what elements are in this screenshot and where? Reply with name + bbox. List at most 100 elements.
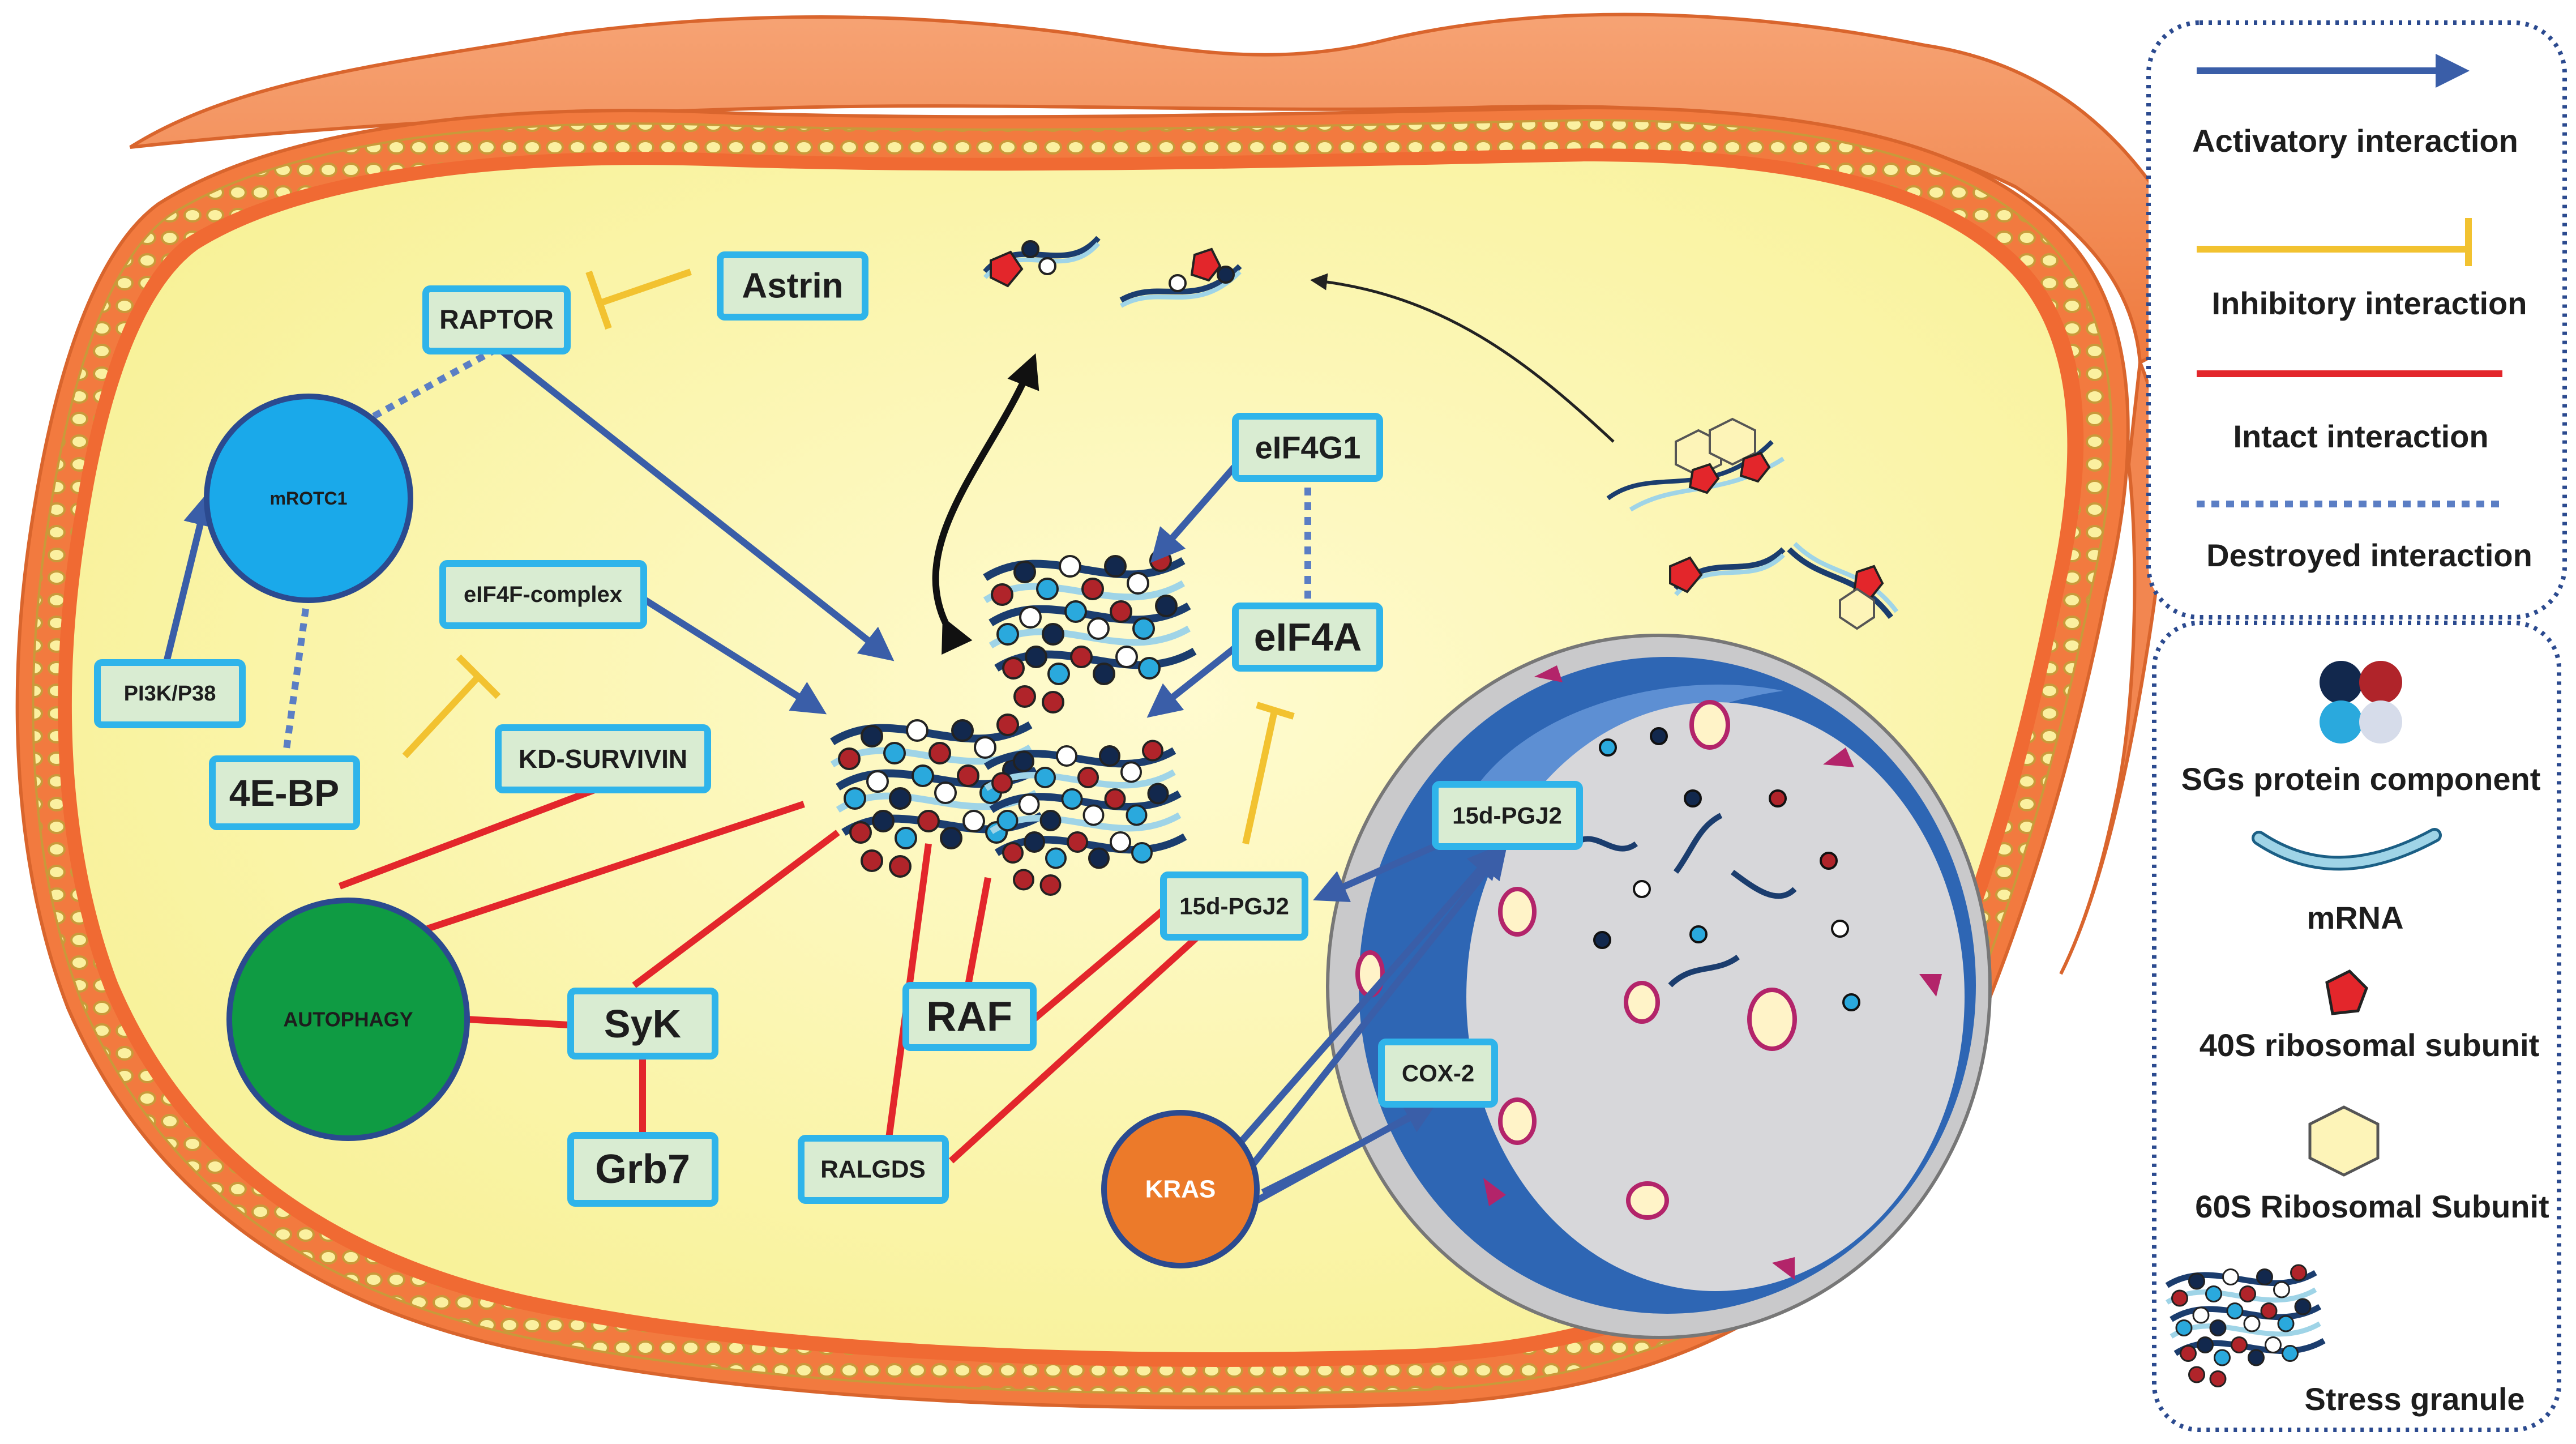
node-ralgds[interactable]: RALGDS [798,1135,949,1204]
nuclear-dot-8 [1593,931,1611,949]
node-syk[interactable]: SyK [567,988,718,1059]
node-autophagy[interactable]: AUTOPHAGY [226,898,470,1141]
node-autophagy-label: AUTOPHAGY [283,1008,413,1031]
node-4ebp-label: 4E-BP [229,772,339,814]
edge-autophagy-syk [467,1016,570,1028]
legend-destroyed-label: Destroyed interaction [2206,537,2532,573]
ribosome-fragments [983,236,1899,630]
nuclear-dot-3 [1684,789,1702,808]
node-eif4a[interactable]: eIF4A [1232,603,1383,672]
edge-raptor-to-sg [496,345,895,661]
nuclear-dot-1 [1599,738,1617,757]
nuclear-pore-2 [1823,747,1854,767]
edge-kras-to-pgj2 [1231,844,1502,1152]
edge-eif4a-to-sg [1146,646,1236,718]
legend-60s-icon [2308,1105,2380,1177]
nucleolus-4 [1624,981,1660,1024]
edge-kras-to-cox2-b [1261,1107,1428,1195]
nuclear-dot-6 [1633,880,1651,898]
node-eif4g1[interactable]: eIF4G1 [1232,413,1383,482]
nuclear-dot-7 [1831,920,1849,938]
free-ribosome-2 [1119,247,1242,308]
node-pgj2-cyto-label: 15d-PGJ2 [1179,893,1289,920]
nucleolus-6 [1626,1181,1669,1220]
node-15d-pgj2-nuclear[interactable]: 15d-PGJ2 [1432,781,1583,850]
legend-intact-label: Intact interaction [2233,418,2488,454]
nucleolus-3 [1747,988,1797,1051]
nuclear-mrna-3 [1731,869,1797,899]
node-raptor-label: RAPTOR [439,305,554,335]
node-kras[interactable]: KRAS [1101,1110,1260,1268]
edge-raf-pgj2 [1028,898,1177,1025]
edge-ribosome-flow [1310,273,1615,443]
node-4ebp[interactable]: 4E-BP [209,755,360,830]
nucleolus-2 [1498,887,1537,937]
nuclear-pore-5 [1483,1178,1506,1206]
node-15d-pgj2-cytoplasmic[interactable]: 15d-PGJ2 [1160,871,1308,941]
edge-pi3k-to-mrotc1 [164,492,217,661]
edge-4ebp-inhibits-eif4f [402,674,481,759]
node-raf[interactable]: RAF [902,982,1037,1051]
legend-sg-protein-label: SGs protein component [2181,761,2541,797]
node-kdsurvivin-label: KD-SURVIVIN [519,744,687,774]
node-astrin-label: Astrin [742,267,843,306]
edge-pgj2-inhibits-eif4a [1242,712,1277,845]
nuclear-dot-10 [1842,993,1860,1011]
edge-sg-syk [632,830,840,988]
node-mrotc1[interactable]: mROTC1 [204,394,413,603]
legend-inhibitory-label: Inhibitory interaction [2212,285,2527,321]
node-raptor[interactable]: RAPTOR [422,285,571,354]
node-ralgds-label: RALGDS [820,1156,926,1184]
edge-astrin-inhibits-raptor [599,268,692,306]
legend-60s-label: 60S Ribosomal Subunit [2195,1189,2549,1224]
nucleus [1326,634,1992,1339]
edge-eif4f-to-sg [643,597,827,715]
node-kras-label: KRAS [1145,1176,1216,1203]
nuclear-dot-9 [1689,925,1708,943]
node-mrotc1-label: mROTC1 [270,488,348,509]
nuclear-pore-4 [1772,1257,1795,1280]
legend-activatory-label: Activatory interaction [2192,123,2518,159]
edge-sg-autophagy [426,801,805,932]
node-grb7-label: Grb7 [595,1147,690,1192]
legend-40s-icon [2325,969,2368,1015]
node-eif4f-label: eIF4F-complex [464,582,622,607]
edge-4ebp-tbar [456,654,501,699]
legend-sg-protein-icon [2320,661,2402,744]
legend-stress-granule-label: Stress granule [2304,1381,2524,1417]
nuclear-mrna-2 [1673,813,1723,874]
nuclear-dot-4 [1769,789,1787,808]
legend-components: SGs protein component mRNA 40S ribosomal… [2152,621,2561,1432]
node-pi3k[interactable]: PI3K/P38 [94,659,246,728]
node-astrin[interactable]: Astrin [717,251,868,321]
edge-astrin-tbar [585,271,612,330]
node-eif4a-label: eIF4A [1254,615,1362,659]
nucleolus-1 [1689,700,1730,750]
edge-eif4g1-to-sg [1150,465,1237,563]
edge-sg-raf [965,877,991,986]
nucleoplasm [1466,702,1965,1291]
node-syk-label: SyK [604,1002,681,1046]
free-ribosome-1 [983,236,1101,288]
node-raf-label: RAF [926,993,1012,1040]
edge-pgj2-tbar [1256,702,1295,720]
node-kd-survivin[interactable]: KD-SURVIVIN [495,724,711,793]
nuclear-mrna-4 [1668,954,1740,988]
node-pgj2-nuc-label: 15d-PGJ2 [1452,802,1562,829]
node-cox2[interactable]: COX-2 [1378,1039,1498,1108]
edges [164,268,1615,1204]
node-cox2-label: COX-2 [1402,1060,1474,1087]
legend-interactions: Activatory interaction Inhibitory intera… [2146,20,2567,620]
nuclear-pore-1 [1534,665,1563,682]
free-ribosome-4 [1669,547,1786,596]
nuclear-pore-3 [1919,974,1942,997]
edge-sg-bidirectional [932,353,1039,655]
edge-kdsurvivin-autophagy [338,787,596,890]
edge-mrotc1-raptor [372,345,500,420]
free-ribosome-3 [1606,417,1785,512]
node-eif4f-complex[interactable]: eIF4F-complex [439,560,647,629]
node-grb7[interactable]: Grb7 [567,1132,718,1207]
legend-40s-label: 40S ribosomal subunit [2200,1027,2540,1063]
legend-mrna-label: mRNA [2307,900,2403,935]
